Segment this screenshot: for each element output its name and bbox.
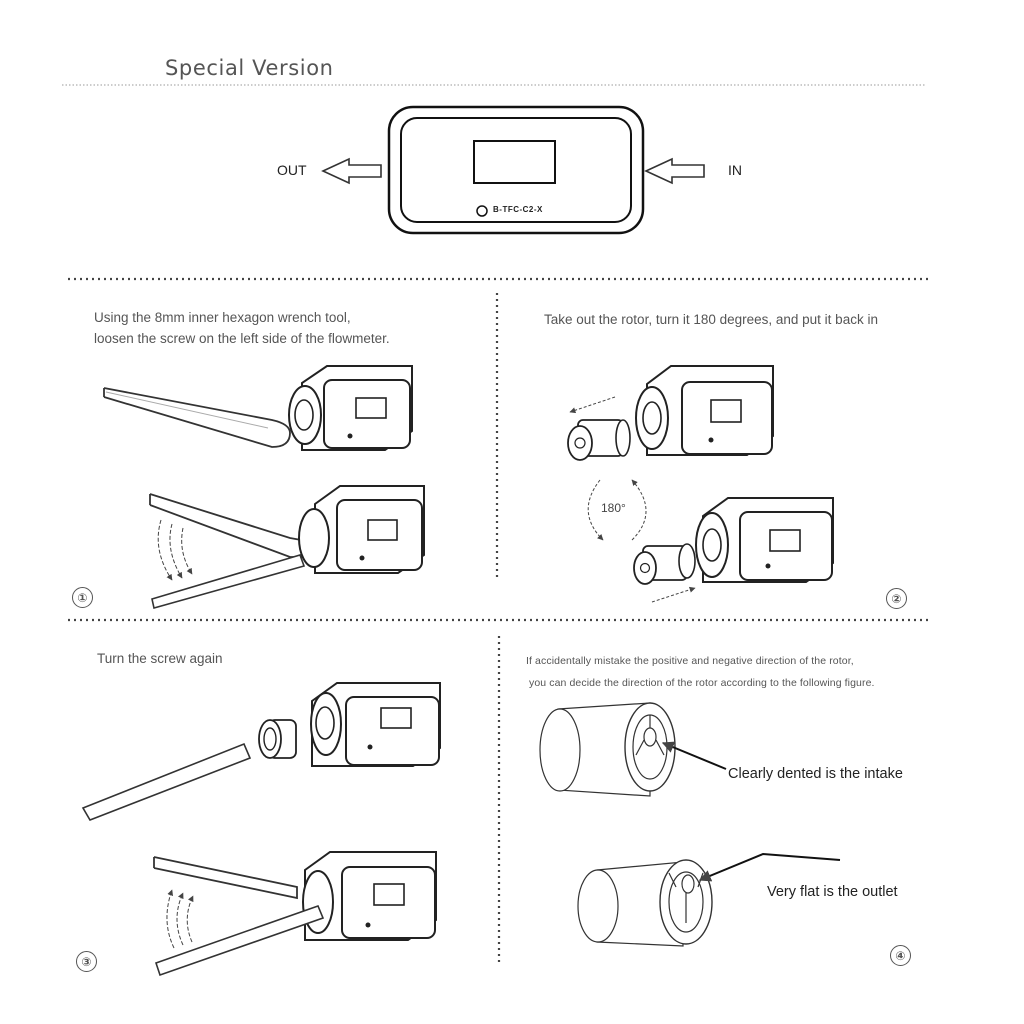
flowmeter-front-view — [387, 105, 645, 235]
step2-rotor-in — [633, 543, 696, 585]
step1-number: ① — [72, 587, 93, 608]
device-brand-text: B-TFC-C2-X — [493, 205, 543, 214]
rotation-label: 180° — [601, 501, 626, 515]
step1-flowmeter-bottom — [298, 485, 425, 574]
step4-number: ④ — [890, 945, 911, 966]
rotate-icon — [587, 479, 647, 541]
rotor-out-arrow-icon — [569, 396, 616, 414]
out-arrow-icon — [321, 157, 382, 185]
rotor-in-arrow-icon — [651, 586, 696, 603]
step3-number: ③ — [76, 951, 97, 972]
in-label: IN — [728, 162, 742, 178]
step1-caption-line2: loosen the screw on the left side of the… — [94, 331, 390, 346]
step3-caption: Turn the screw again — [97, 651, 223, 666]
step2-caption: Take out the rotor, turn it 180 degrees,… — [544, 312, 878, 327]
brand-logo-icon — [476, 205, 488, 217]
step2-flowmeter-top — [635, 365, 774, 456]
step2-flowmeter-bottom — [695, 497, 834, 583]
step1-wrench-turn — [149, 493, 319, 609]
intake-label: Clearly dented is the intake — [728, 766, 903, 782]
in-arrow-icon — [644, 157, 705, 185]
step2-rotor-out — [567, 419, 631, 461]
outlet-label: Very flat is the outlet — [767, 884, 898, 900]
display-window — [473, 140, 556, 184]
step3-wrench-bar — [81, 742, 252, 821]
intake-pointer-arrow-icon — [661, 741, 727, 770]
step2-number: ② — [886, 588, 907, 609]
step1-wrench-insert — [103, 387, 291, 448]
step3-flowmeter-bottom — [302, 851, 437, 941]
outlet-rotor — [577, 859, 713, 947]
step3-screw — [258, 719, 297, 759]
step3-wrench-turn — [153, 856, 325, 977]
step4-caption-line1: If accidentally mistake the positive and… — [526, 655, 854, 667]
intake-rotor — [539, 702, 676, 797]
step1-caption-line1: Using the 8mm inner hexagon wrench tool, — [94, 310, 351, 325]
page-title: Special Version — [165, 56, 334, 80]
step1-flowmeter-top — [288, 365, 413, 451]
step3-flowmeter-top — [310, 682, 441, 767]
step4-caption-line2: you can decide the direction of the roto… — [529, 677, 875, 689]
out-label: OUT — [277, 162, 307, 178]
outlet-pointer-arrow-icon — [698, 852, 841, 882]
